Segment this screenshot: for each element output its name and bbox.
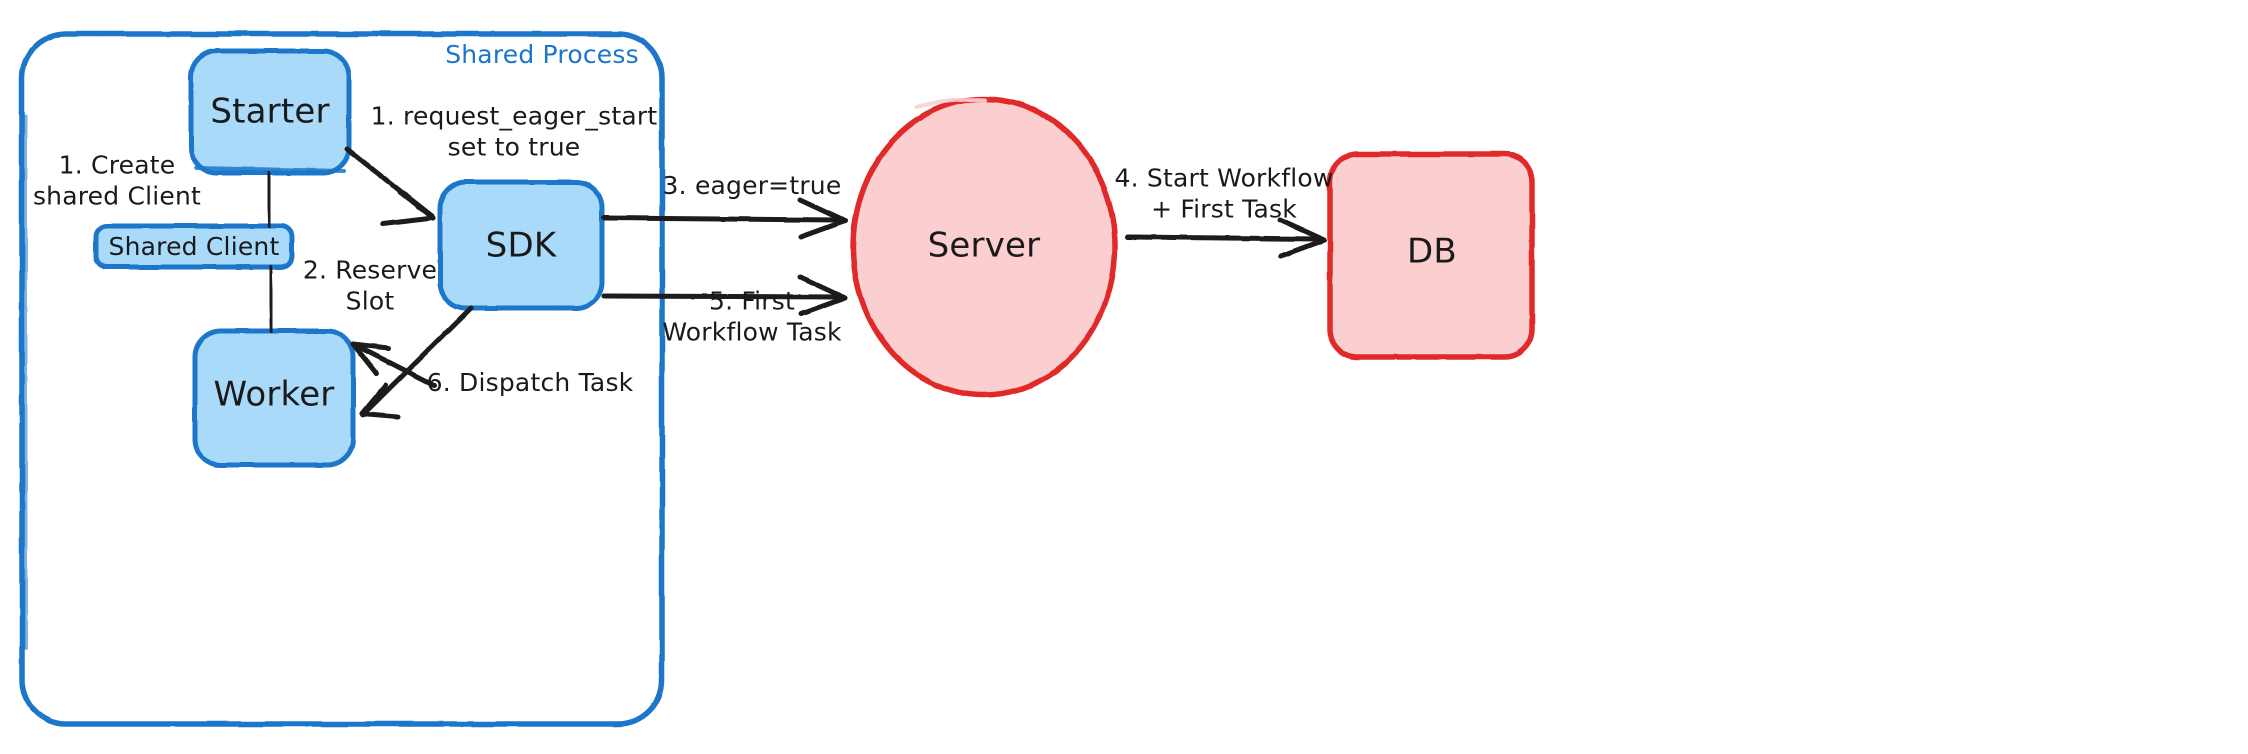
node-shared-client-shape	[93, 223, 295, 270]
edge-starter-sdk	[344, 146, 436, 227]
edge-sdk-worker-reserve	[350, 341, 437, 388]
node-server-shape	[850, 96, 1118, 398]
edge-sdk-worker-dispatch	[359, 305, 474, 420]
node-db-shape	[1327, 151, 1535, 360]
node-starter-shape	[188, 48, 352, 176]
group-shared-process	[19, 31, 665, 727]
edge-sdk-server-eager	[601, 197, 848, 240]
edge-sdk-server-first-task	[601, 274, 848, 317]
edge-starter-shared-client	[265, 170, 273, 229]
edge-server-db	[1124, 217, 1327, 259]
node-sdk-shape	[437, 179, 605, 311]
node-worker-shape	[192, 328, 356, 468]
edge-shared-client-worker	[267, 264, 275, 334]
